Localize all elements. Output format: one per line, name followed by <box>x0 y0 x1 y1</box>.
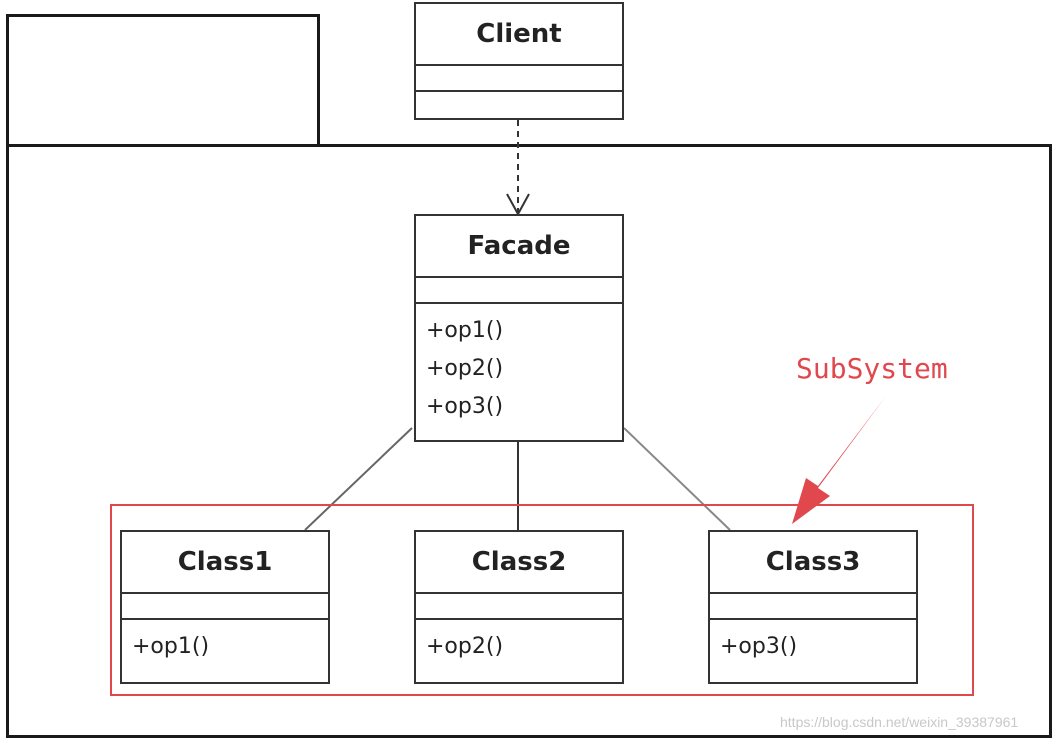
class2-op-1: +op2() <box>426 634 504 659</box>
package-body <box>6 144 1052 738</box>
facade-op-3: +op3() <box>426 394 504 419</box>
facade-op-1: +op1() <box>426 318 504 343</box>
client-class-box[interactable]: Client <box>414 2 624 120</box>
subsystem-pointer-arrow <box>792 396 886 524</box>
class2-attributes <box>416 594 622 620</box>
class1-op-1: +op1() <box>132 634 210 659</box>
class1-attributes <box>122 594 328 620</box>
class3-operations: +op3() <box>710 620 916 682</box>
class1-box[interactable]: Class1 +op1() <box>120 530 330 684</box>
assoc-facade-class1 <box>304 427 413 531</box>
class3-op-1: +op3() <box>720 634 798 659</box>
subsystem-highlight-box <box>110 504 974 696</box>
class2-operations: +op2() <box>416 620 622 682</box>
client-class-name: Client <box>416 4 622 66</box>
watermark: https://blog.csdn.net/weixin_39387961 <box>780 714 1019 730</box>
assoc-facade-class3 <box>623 427 731 531</box>
facade-operations: +op1() +op2() +op3() <box>416 304 622 440</box>
class3-box[interactable]: Class3 +op3() <box>708 530 918 684</box>
class1-name: Class1 <box>122 532 328 594</box>
facade-class-name: Facade <box>416 216 622 278</box>
subsystem-label: SubSystem <box>796 352 948 385</box>
class3-attributes <box>710 594 916 620</box>
facade-attributes <box>416 278 622 304</box>
class3-name: Class3 <box>710 532 916 594</box>
class2-box[interactable]: Class2 +op2() <box>414 530 624 684</box>
class1-operations: +op1() <box>122 620 328 682</box>
package-tab <box>6 14 320 146</box>
facade-class-box[interactable]: Facade +op1() +op2() +op3() <box>414 214 624 442</box>
facade-op-2: +op2() <box>426 356 504 381</box>
client-attributes <box>416 66 622 92</box>
client-operations <box>416 92 622 118</box>
class2-name: Class2 <box>416 532 622 594</box>
